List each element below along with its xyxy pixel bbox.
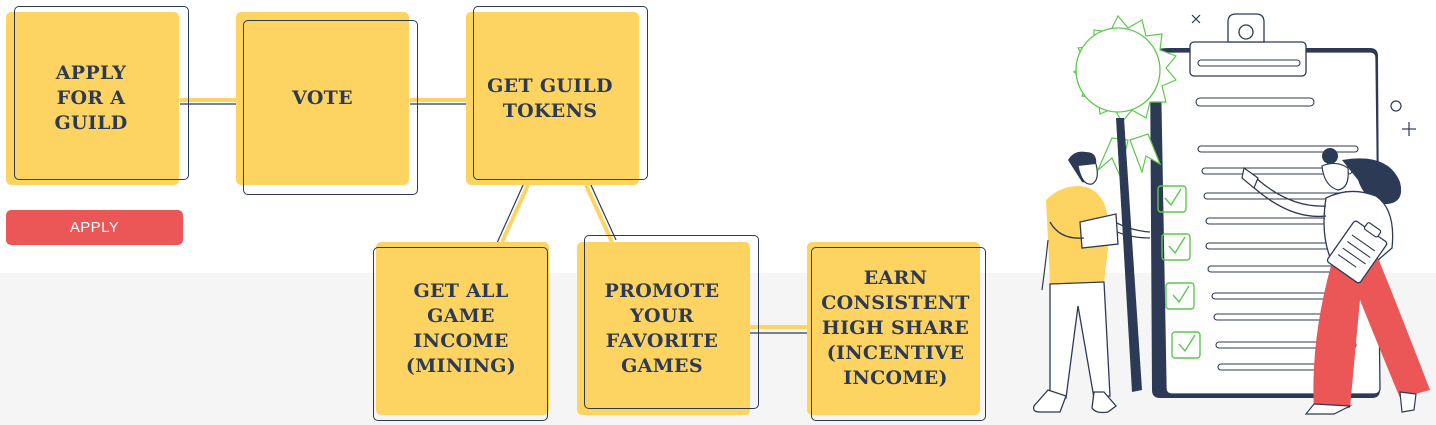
step-label: PROMOTE YOUR FAVORITE GAMES — [604, 279, 720, 377]
step-label: APPLY FOR A GUILD — [54, 62, 128, 134]
flow-connectors — [180, 98, 812, 334]
checkmark-icon — [1157, 185, 1201, 359]
woman-figure — [1241, 148, 1430, 415]
award-badge-icon — [1073, 14, 1178, 178]
checklist-illustration — [1032, 13, 1430, 415]
sparkle-icon — [1191, 14, 1416, 136]
step-label: EARN CONSISTENT HIGH SHARE (INCENTIVE IN… — [821, 267, 970, 389]
man-figure — [1032, 151, 1151, 414]
step-label: VOTE — [292, 87, 353, 109]
step-label: GET ALL GAME INCOME (MINING) — [405, 279, 517, 377]
step-label: GET GUILD TOKENS — [487, 75, 613, 122]
apply-button[interactable]: APPLY — [6, 210, 183, 245]
